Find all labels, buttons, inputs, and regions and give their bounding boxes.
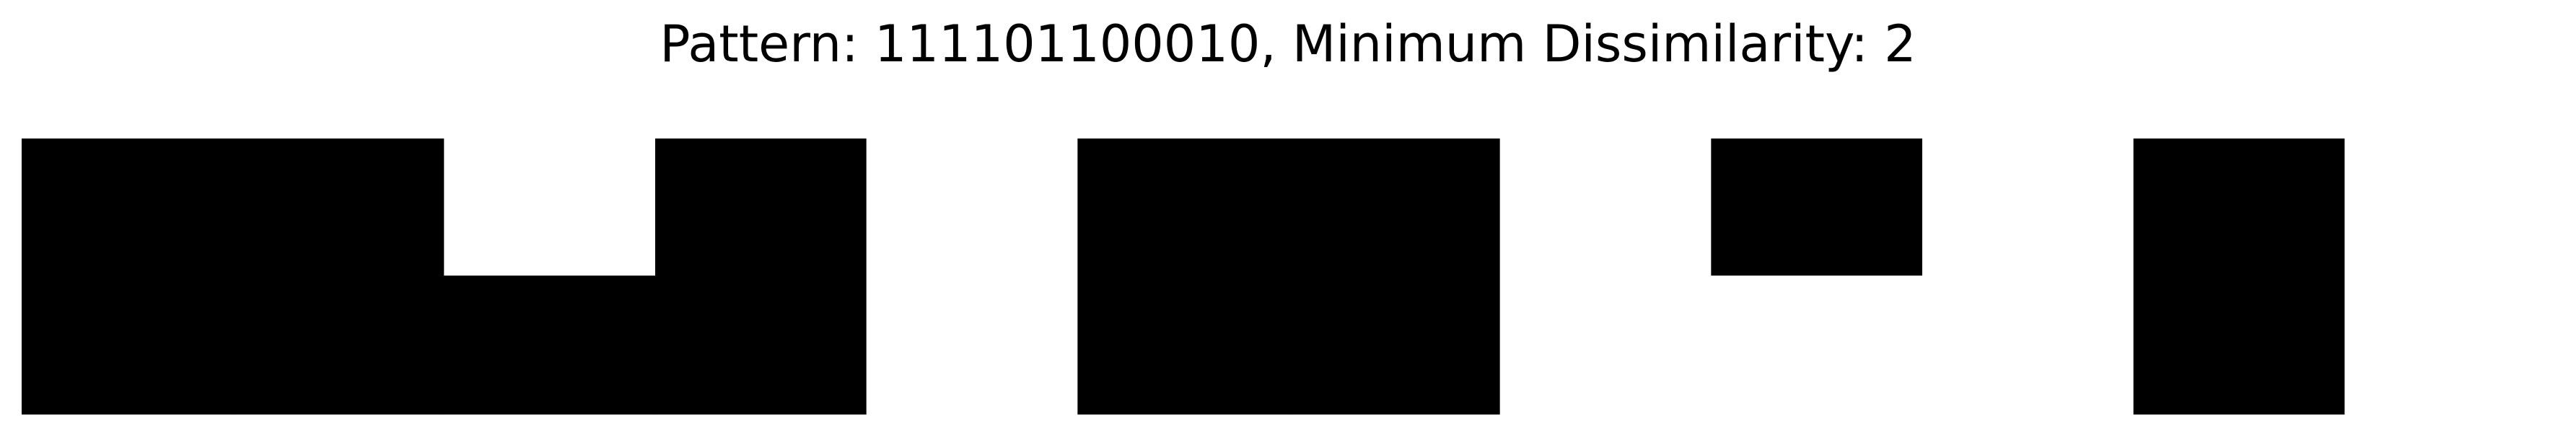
cell-top-10 (2133, 139, 2345, 276)
cell-bottom-0 (22, 276, 234, 415)
cell-top-4 (866, 139, 1078, 276)
cell-bottom-5 (1077, 276, 1289, 415)
cell-bottom-6 (1289, 276, 1501, 415)
cell-top-1 (232, 139, 444, 276)
cell-top-11 (2344, 139, 2557, 276)
cell-top-7 (1499, 139, 1712, 276)
cell-top-8 (1711, 139, 1923, 276)
cell-bottom-2 (444, 276, 656, 415)
cell-bottom-8 (1711, 276, 1923, 415)
cell-bottom-10 (2133, 276, 2345, 415)
cell-bottom-9 (1922, 276, 2134, 415)
cell-bottom-4 (866, 276, 1078, 415)
figure-title: Pattern: 111101100010, Minimum Dissimila… (660, 14, 1916, 74)
cell-top-9 (1922, 139, 2134, 276)
cell-top-3 (655, 139, 867, 276)
cell-top-5 (1077, 139, 1289, 276)
cell-top-6 (1289, 139, 1501, 276)
cell-bottom-1 (232, 276, 444, 415)
cell-top-0 (22, 139, 234, 276)
cell-top-2 (444, 139, 656, 276)
cell-bottom-11 (2344, 276, 2557, 415)
cell-bottom-7 (1499, 276, 1712, 415)
cell-bottom-3 (655, 276, 867, 415)
